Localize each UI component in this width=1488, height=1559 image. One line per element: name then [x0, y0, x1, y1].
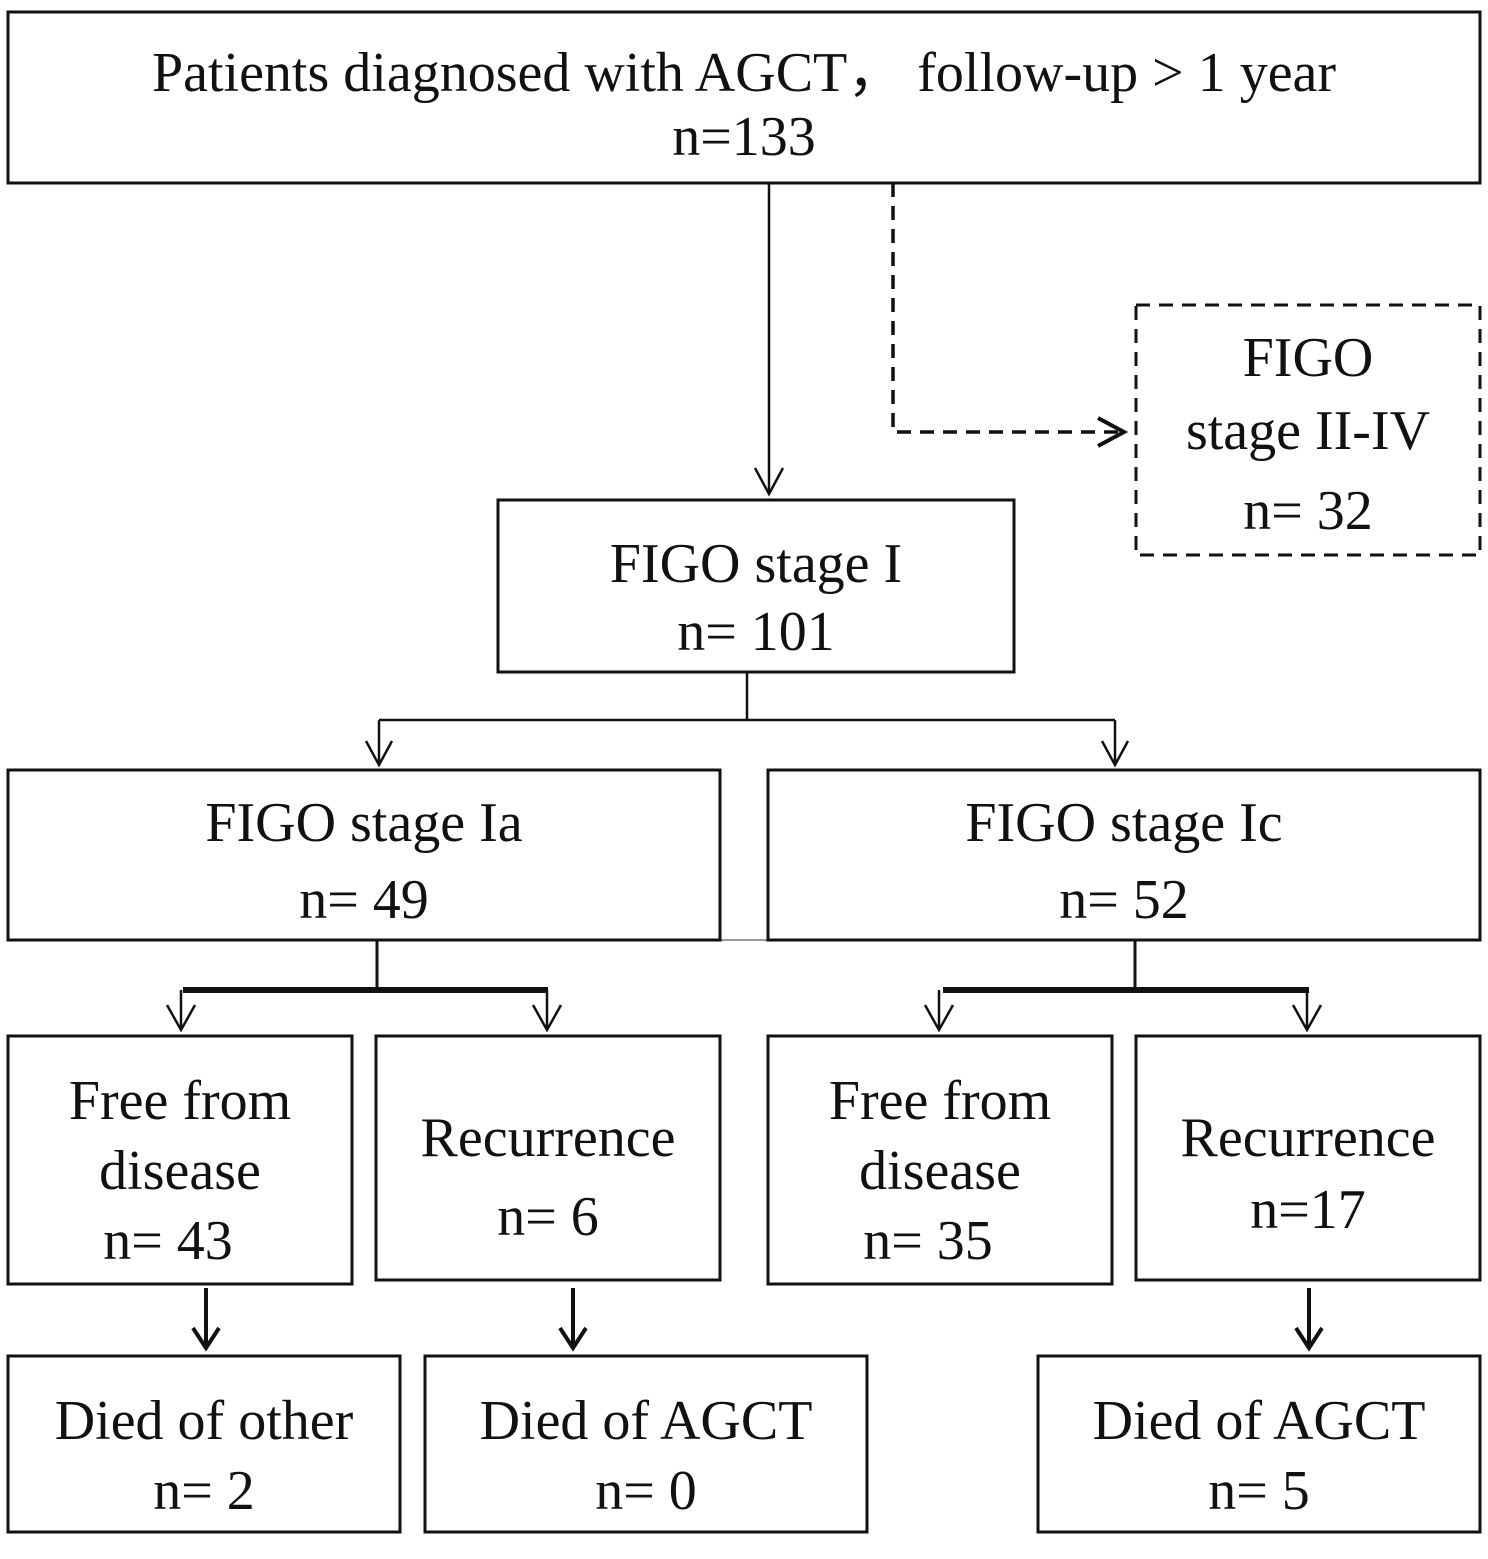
ia-died-other-label: Died of other: [55, 1390, 354, 1452]
ia-recurrence-count: n= 6: [497, 1186, 599, 1248]
ic-free-count: n= 35: [863, 1210, 993, 1272]
ia-recurrence-box: Recurrence n= 6: [374, 1034, 722, 1282]
excluded-count: n= 32: [1243, 480, 1373, 542]
stage1c-count: n= 52: [1059, 869, 1189, 931]
stage1a-count: n= 49: [299, 869, 429, 931]
connector-root-to-stage1: [753, 183, 785, 497]
connector-root-to-excluded: [891, 183, 1129, 448]
ia-died-other-box: Died of other n= 2: [6, 1354, 402, 1534]
ia-free-line1: Free from: [69, 1070, 291, 1132]
stage1-label: FIGO stage I: [610, 533, 902, 595]
stage1c-label: FIGO stage Ic: [965, 792, 1282, 854]
ic-died-agct-label: Died of AGCT: [1093, 1390, 1426, 1452]
connector-stage1a-split: [165, 940, 563, 1033]
ia-died-agct-count: n= 0: [595, 1460, 697, 1522]
ia-recurrence-label: Recurrence: [421, 1107, 676, 1169]
ic-free-line2: disease: [859, 1140, 1021, 1202]
ic-recurrence-box: Recurrence n=17: [1134, 1034, 1482, 1282]
ic-free-box: Free from disease n= 35: [766, 1034, 1114, 1286]
ia-free-box: Free from disease n= 43: [6, 1034, 354, 1286]
stage1a-box: FIGO stage Ia n= 49: [6, 768, 722, 942]
ic-died-agct-box: Died of AGCT n= 5: [1036, 1354, 1482, 1534]
root-count: n=133: [672, 106, 816, 168]
ia-died-agct-box: Died of AGCT n= 0: [423, 1354, 869, 1534]
excluded-label-line1: FIGO: [1243, 327, 1374, 389]
ia-free-count: n= 43: [103, 1210, 233, 1272]
ic-died-agct-count: n= 5: [1208, 1460, 1310, 1522]
excluded-label-line2: stage II-IV: [1186, 400, 1430, 462]
stage1c-box: FIGO stage Ic n= 52: [766, 768, 1482, 942]
excluded-stage-box: FIGO stage II-IV n= 32: [1134, 303, 1482, 557]
ic-recurrence-count: n=17: [1250, 1179, 1366, 1241]
ic-free-line1: Free from: [829, 1070, 1051, 1132]
ia-died-other-count: n= 2: [153, 1460, 255, 1522]
connector-ic-recurrence-to-died: [1294, 1288, 1324, 1352]
connector-ia-recurrence-to-died: [558, 1288, 588, 1352]
stage1-box: FIGO stage I n= 101: [496, 498, 1016, 674]
connector-stage1c-split: [923, 940, 1323, 1033]
ia-died-agct-label: Died of AGCT: [480, 1390, 813, 1452]
ia-free-line2: disease: [99, 1140, 261, 1202]
root-title: Patients diagnosed with AGCT， follow-up …: [152, 42, 1336, 104]
connector-stage1-split: [364, 672, 1130, 768]
stage1a-label: FIGO stage Ia: [205, 792, 522, 854]
root-box: Patients diagnosed with AGCT， follow-up …: [6, 10, 1482, 185]
connector-ia-free-to-died: [191, 1288, 221, 1352]
stage1-count: n= 101: [677, 601, 835, 663]
ic-recurrence-label: Recurrence: [1181, 1107, 1436, 1169]
